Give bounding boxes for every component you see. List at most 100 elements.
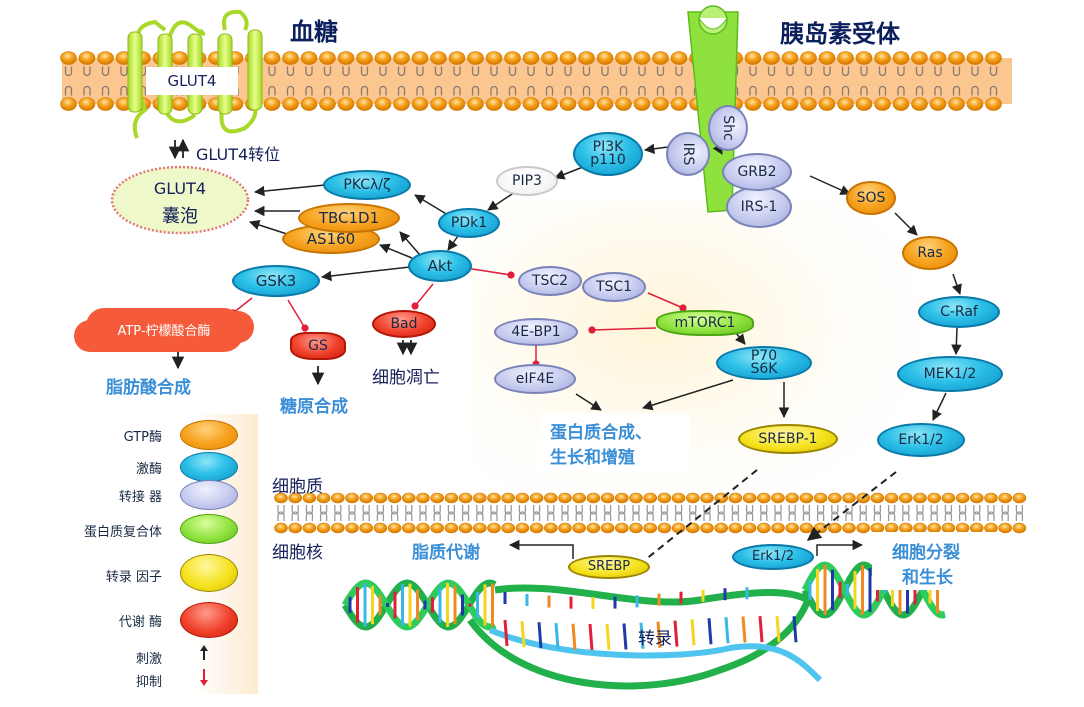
pi3k-label: PI3K xyxy=(592,139,624,155)
cytoplasm-label: 细胞质 xyxy=(272,477,323,497)
node-craf[interactable]: C-Raf xyxy=(918,296,1000,328)
legend-swatch-protein-complex xyxy=(180,514,238,544)
arrow-pkc-vesicle xyxy=(253,184,326,197)
arrow-craf-mek xyxy=(951,327,962,356)
arrow-mtorc1-p70 xyxy=(734,332,746,345)
legend-label-kinase: 激酶 xyxy=(135,462,162,477)
legend-swatch-adaptor xyxy=(180,480,238,510)
node-sos[interactable]: SOS xyxy=(846,181,896,215)
arrow-sos-ras xyxy=(894,212,918,236)
node-mek[interactable]: MEK1/2 xyxy=(897,356,1003,392)
node-shc[interactable]: Shc xyxy=(708,105,748,151)
stimulate-arrowhead-icon xyxy=(200,645,208,651)
legend-swatch-metabolic-enzyme xyxy=(180,602,238,638)
p110-label: p110 xyxy=(590,152,626,168)
inhibit-gsk3-atpcl xyxy=(229,297,253,317)
inhibit-mtorc1-4ebp1 xyxy=(588,326,657,334)
transcription-label: 转录 xyxy=(638,629,672,649)
node-erk-nuclear[interactable]: Erk1/2 xyxy=(732,544,814,570)
inhibit-akt-tsc2 xyxy=(465,267,515,279)
outcome-glycogen-synthesis: 糖原合成 xyxy=(280,397,348,417)
arrow-akt-gsk3 xyxy=(320,266,411,282)
arrow-akt-tbc1d1 xyxy=(399,231,421,256)
node-irs1[interactable]: IRS-1 xyxy=(726,186,792,228)
glut4-vesicle-shape xyxy=(110,165,250,235)
glut4-vesicle-label-2: 囊泡 xyxy=(162,206,198,227)
arrow-p70-protein xyxy=(641,379,734,411)
nucleus-label: 细胞核 xyxy=(272,543,323,563)
glut4-membrane-label: GLUT4 xyxy=(146,67,238,95)
node-tbc1d1[interactable]: TBC1D1 xyxy=(298,203,400,233)
node-srebp1[interactable]: SREBP-1 xyxy=(738,424,838,454)
arrow-erk-division xyxy=(816,539,864,556)
outcome-apoptosis: 细胞凋亡 xyxy=(372,368,440,388)
arrow-pdk1-akt xyxy=(447,235,459,251)
arrow-as160-vesicle xyxy=(249,219,291,236)
stimulate-arrow-icon xyxy=(203,648,205,660)
legend-swatch-transcription-factor xyxy=(180,554,238,592)
arrow-grb2-sos xyxy=(809,175,851,195)
node-gsk3[interactable]: GSK3 xyxy=(232,265,320,297)
outcome-protein-synthesis-1: 蛋白质合成、 xyxy=(550,423,652,443)
node-pip3[interactable]: PIP3 xyxy=(496,166,558,196)
legend-label-adaptor: 转接 器 xyxy=(118,490,162,505)
node-pdk1[interactable]: PDk1 xyxy=(438,208,500,238)
inhibit-gsk3-gs xyxy=(287,299,309,332)
translocation-arrows xyxy=(168,138,190,160)
outcome-cell-division-2: 和生长 xyxy=(902,568,953,588)
title-insulin-receptor: 胰岛素受体 xyxy=(780,20,900,48)
node-srebp-nuclear[interactable]: SREBP xyxy=(568,555,650,579)
outcome-fatty-acid-synthesis: 脂肪酸合成 xyxy=(106,378,191,398)
arrow-pip3-pdk1 xyxy=(487,191,516,211)
title-blood-glucose: 血糖 xyxy=(290,18,338,46)
legend-label-protein-complex: 蛋白质复合体 xyxy=(83,525,162,540)
glut4-vesicle-label-1: GLUT4 xyxy=(153,179,207,198)
node-erk[interactable]: Erk1/2 xyxy=(877,423,965,457)
inhibit-arrowhead-icon xyxy=(200,680,208,686)
node-gs[interactable]: GS xyxy=(290,332,346,360)
node-akt[interactable]: Akt xyxy=(408,250,472,282)
node-irs[interactable]: IRS xyxy=(666,132,710,176)
node-eif4e[interactable]: eIF4E xyxy=(494,364,576,394)
arrow-irs-pi3k xyxy=(643,143,669,154)
node-grb2[interactable]: GRB2 xyxy=(722,153,792,191)
arrow-ras-craf xyxy=(951,273,962,295)
arrow-pdk1-pkc xyxy=(414,194,449,216)
legend-swatch-kinase xyxy=(180,452,238,482)
nuclear-membrane xyxy=(274,492,1030,534)
legend-label-stimulate: 刺激 xyxy=(135,652,162,667)
dashed-erk-to-nucleus xyxy=(806,471,897,541)
legend-swatch-gtpase xyxy=(180,420,238,450)
glut4-translocation-label: GLUT4转位 xyxy=(196,145,281,164)
inhibit-akt-bad xyxy=(411,283,434,310)
cell-division-box xyxy=(872,532,1002,590)
node-ras[interactable]: Ras xyxy=(902,236,958,270)
legend-label-metabolic-enzyme: 代谢 酶 xyxy=(118,615,162,630)
arrow-srebp-lipid xyxy=(508,539,574,559)
arrow-eif4e-protein xyxy=(575,393,602,411)
legend-label-gtpase: GTP酶 xyxy=(123,430,162,445)
node-mtorc1[interactable]: mTORC1 xyxy=(656,310,754,336)
inhibit-tsc-mtorc1 xyxy=(647,292,687,312)
legend-label-transcription-factor: 转录 因子 xyxy=(105,570,162,585)
outcome-cell-division-1: 细胞分裂 xyxy=(892,543,960,563)
node-atp-citrate-lyase[interactable]: ATP-柠檬酸合酶 xyxy=(84,312,244,352)
arrow-akt-as160 xyxy=(379,243,413,259)
p70-label: P70 xyxy=(750,348,778,364)
node-tsc1[interactable]: TSC1 xyxy=(582,272,646,302)
node-pkc[interactable]: PKCλ/ζ xyxy=(323,170,411,200)
legend: GTP酶 激酶 转接 器 蛋白质复合体 转录 因子 代谢 酶 刺激 抑制 xyxy=(84,414,258,694)
inhibit-arrow-icon xyxy=(203,669,205,681)
node-4ebp1[interactable]: 4E-BP1 xyxy=(494,318,578,346)
outcome-lipid-metabolism: 脂质代谢 xyxy=(412,543,480,563)
arrow-mek-erk xyxy=(932,392,947,421)
node-p70-s6k[interactable]: P70 S6K xyxy=(716,346,812,380)
s6k-label: S6K xyxy=(750,361,778,377)
node-pi3k-p110[interactable]: PI3K p110 xyxy=(573,132,643,176)
node-bad[interactable]: Bad xyxy=(372,310,436,338)
protein-synthesis-box xyxy=(540,413,690,471)
outcome-protein-synthesis-2: 生长和增殖 xyxy=(550,448,635,468)
node-tsc2[interactable]: TSC2 xyxy=(518,266,582,296)
